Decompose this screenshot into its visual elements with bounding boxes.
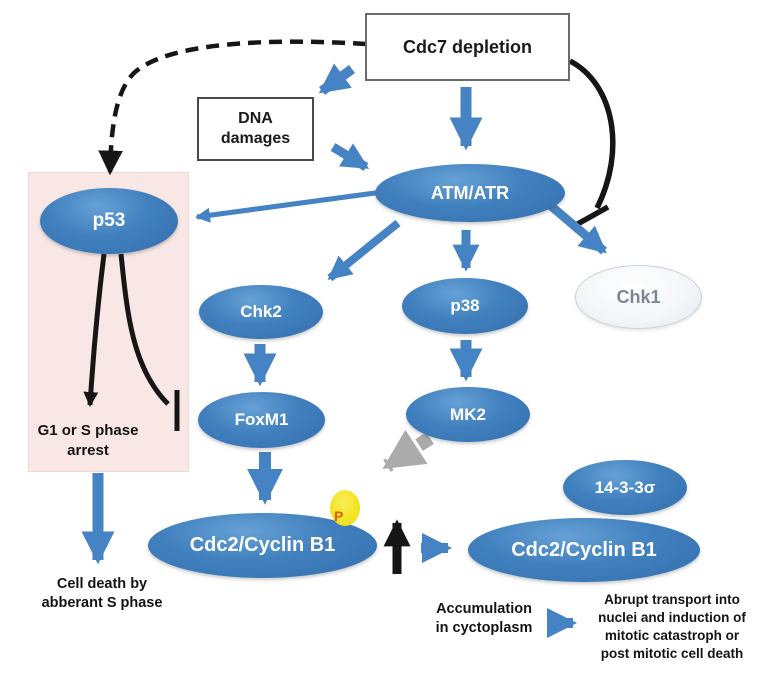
cdc7-depletion-label: Cdc7 depletion (402, 36, 532, 57)
chk1-label: Chk1 (616, 286, 661, 307)
arrest-label: G1 or S phase arrest (37, 422, 139, 459)
arrow-dna-to-atm (330, 143, 370, 171)
cdc2-cytoplasmic-label: Cdc2/Cyclin B1 (189, 534, 336, 556)
dashed-arrow-mk2-to-phospho (382, 429, 434, 472)
cell-death-label: Cell death by abberant S phase (41, 576, 163, 611)
node-chk1: Chk1 (575, 265, 702, 329)
box-cdc7-depletion: Cdc7 depletion (365, 13, 570, 81)
node-chk2: Chk2 (199, 285, 323, 339)
arrow-atm-to-chk1 (548, 202, 607, 255)
foxm1-label: FoxM1 (234, 410, 289, 429)
atm-atr-label: ATM/ATR (430, 182, 510, 203)
node-14-3-3-sigma: 14-3-3σ (563, 460, 687, 515)
p53-label: p53 (92, 210, 126, 231)
node-foxm1: FoxM1 (198, 392, 325, 448)
inhibition-curve-cdc7-to-chk1 (568, 58, 616, 210)
node-atm-atr: ATM/ATR (375, 164, 565, 222)
cdc2-nuclear-label: Cdc2/Cyclin B1 (511, 538, 657, 561)
phospho-badge: P (330, 490, 360, 526)
dashed-arrow-cdc7-to-p53 (98, 39, 367, 176)
arrow-p53-to-arrest (83, 253, 107, 407)
p38-label: p38 (450, 296, 480, 315)
abrupt-transport-label: Abrupt transport into nuclei and inducti… (598, 592, 746, 661)
mk2-label: MK2 (450, 404, 486, 424)
dna-damages-label: DNA damages (220, 110, 291, 147)
arrow-atm-to-chk2 (327, 219, 401, 282)
node-mk2: MK2 (406, 387, 530, 442)
inhibition-curve-p53 (118, 253, 170, 406)
14-3-3-sigma-label: 14-3-3σ (594, 477, 656, 497)
phospho-p-label: P (334, 508, 344, 524)
chk2-label: Chk2 (240, 302, 282, 321)
inhibition-tbar-chk1 (572, 204, 610, 229)
arrow-cdc7-to-dna (318, 63, 355, 96)
accumulation-label: Accumulation in cyctoplasm (435, 601, 533, 636)
node-cdc2-cyclinb1-nuclear: Cdc2/Cyclin B1 (468, 518, 700, 582)
arrow-atm-to-p53 (195, 188, 391, 223)
node-p38: p38 (402, 278, 528, 334)
node-p53: p53 (40, 188, 178, 254)
box-dna-damages: DNA damages (197, 97, 314, 161)
